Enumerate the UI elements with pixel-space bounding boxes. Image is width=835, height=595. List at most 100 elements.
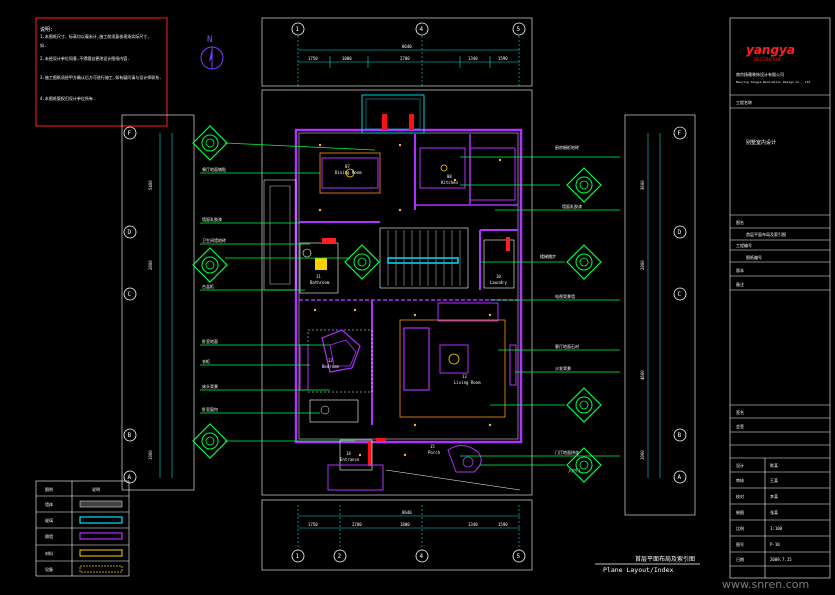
watermark: www.snren.com	[722, 578, 809, 591]
room-name: Porch	[428, 450, 441, 455]
annotation: 沙发背景	[555, 365, 571, 371]
plan-frame	[261, 89, 533, 496]
field-value: 王某	[770, 477, 778, 483]
axis-label: D	[678, 229, 682, 236]
legend-label: 材料	[45, 550, 53, 556]
elevation-index-icon	[344, 244, 380, 280]
dimension-text: 1900	[148, 450, 153, 460]
field-label: 图号	[736, 541, 744, 547]
field-label: 设计	[736, 462, 744, 468]
axis-label: 4	[420, 553, 424, 560]
company-logo: yangya	[746, 43, 795, 57]
room-name: Laundry	[490, 280, 507, 285]
field-value: 2009.7.15	[770, 557, 792, 562]
elevation-index-icon	[192, 247, 228, 283]
room-code: 10	[496, 274, 501, 279]
title-block	[729, 17, 831, 579]
field-label: 比例	[736, 525, 744, 531]
axis-label: C	[128, 291, 132, 298]
misc-line: 版本	[736, 267, 744, 273]
annotations-right: 厨房橱柜地砖 墙面乳胶漆 楼梯踏步 电视背景墙 客厅地面石材 沙发背景 门厅地面…	[540, 144, 582, 473]
axis-label: F	[128, 130, 132, 137]
notes-line: 2.未经设计单位同意,不得擅自更改设计图纸内容.	[40, 55, 130, 61]
annotation: 厨房橱柜地砖	[555, 144, 579, 150]
room-code: 11	[316, 274, 321, 279]
room-name: Entrance	[340, 457, 360, 462]
dimension-text: 5400	[148, 180, 153, 190]
drawing-title: 首层平面布局及索引图 Plane Layout/Index	[595, 555, 700, 574]
room-name: Living Room	[454, 380, 481, 385]
axis-label: 1	[296, 26, 300, 33]
axis-label: B	[128, 432, 132, 439]
left-axis-bubbles: F D C B A 5400 2800 1900	[123, 126, 153, 484]
field-value: 李某	[770, 493, 778, 499]
notes-heading: 说明:	[40, 26, 53, 33]
misc-line: 会签	[736, 423, 744, 429]
axis-label: D	[128, 229, 132, 236]
elevation-index-icon	[192, 423, 228, 459]
room-code: 13	[462, 374, 467, 379]
dimension-text: 2700	[352, 522, 362, 527]
notes-line: 1.本图纸尺寸、标高均以毫米计,施工前须复核现场实际尺寸,	[40, 33, 150, 39]
legend-label: 隔墙	[45, 533, 53, 539]
annotation: 客厅地面石材	[555, 343, 579, 349]
axis-label: 5	[517, 553, 521, 560]
field-label: 校对	[736, 493, 744, 499]
drawing-title-en: Plane Layout/Index	[603, 566, 674, 574]
project-label: 工程名称	[736, 99, 752, 105]
elevation-index-icon	[566, 167, 602, 203]
field-value: 张某	[770, 509, 778, 515]
field-value: 陈某	[770, 462, 778, 468]
legend-swatch	[79, 500, 123, 508]
company-en: Nanjing Yangya Decoration Design Co., Lt…	[736, 80, 810, 84]
annotation: 楼梯踏步	[540, 253, 556, 259]
dimension-text: 1800	[342, 56, 352, 61]
axis-label: C	[678, 291, 682, 298]
dimension-text: 8640	[402, 510, 412, 515]
room-name: Bedroom	[322, 364, 339, 369]
annotation: 卧室地面	[202, 338, 218, 344]
room-code: 12	[328, 358, 333, 363]
legend-label: 墙体	[45, 501, 53, 507]
field-label: 日期	[736, 556, 744, 562]
dimension-text: 1340	[468, 522, 478, 527]
leader-lines	[200, 142, 620, 466]
field-label: 审核	[736, 477, 744, 483]
annotation: 台盆柜	[202, 283, 214, 289]
annotation: 电视背景墙	[555, 293, 575, 299]
right-dimension-panel	[624, 114, 696, 516]
legend-label: 设备	[45, 566, 53, 572]
legend-swatch	[79, 549, 123, 557]
annotation: 门厅地面拼花	[555, 449, 579, 455]
axis-label: A	[128, 474, 132, 481]
dimension-text: 2700	[400, 56, 410, 61]
legend-header: 图例	[45, 486, 53, 492]
axis-label: F	[678, 130, 682, 137]
notes-line: 如.	[40, 42, 46, 48]
legend-table	[35, 480, 130, 577]
dimension-text: 3600	[640, 180, 645, 190]
top-dimension-panel	[261, 17, 533, 87]
notes-line: 3.施工图纸须经甲方确认后方可进行施工,如有疑问请与设计师联系.	[40, 74, 162, 80]
annotation: 墙面乳胶漆	[202, 216, 222, 222]
legend-header: 说明	[92, 486, 100, 492]
field-label: 制图	[736, 509, 744, 515]
axis-label: A	[678, 474, 682, 481]
misc-line: 备注	[736, 281, 744, 287]
misc-line: 工程编号	[736, 242, 752, 248]
annotation: 衣柜	[202, 358, 210, 364]
dimension-text: 4600	[640, 370, 645, 380]
right-axis-bubbles: F D C B A 3600 2800 4600 1900	[640, 126, 687, 484]
company-sub: DECORATION	[754, 57, 780, 62]
north-label: N	[207, 35, 212, 45]
annotation: 入户门	[568, 467, 580, 473]
legend-label: 玻璃	[45, 517, 53, 523]
dimension-text: 1900	[640, 450, 645, 460]
axis-label: B	[678, 432, 682, 439]
legend-swatch	[79, 516, 123, 524]
bottom-axis-bubbles: 1 2 4 5 8640 1750 2700 1800 1340 1590	[291, 510, 526, 563]
company-cn: 南京扬雅装饰设计有限公司	[736, 71, 784, 77]
misc-line: 图纸编号	[746, 254, 762, 260]
legend-content: 图例 说明 墙体 玻璃 隔墙 材料 设备	[45, 486, 123, 573]
